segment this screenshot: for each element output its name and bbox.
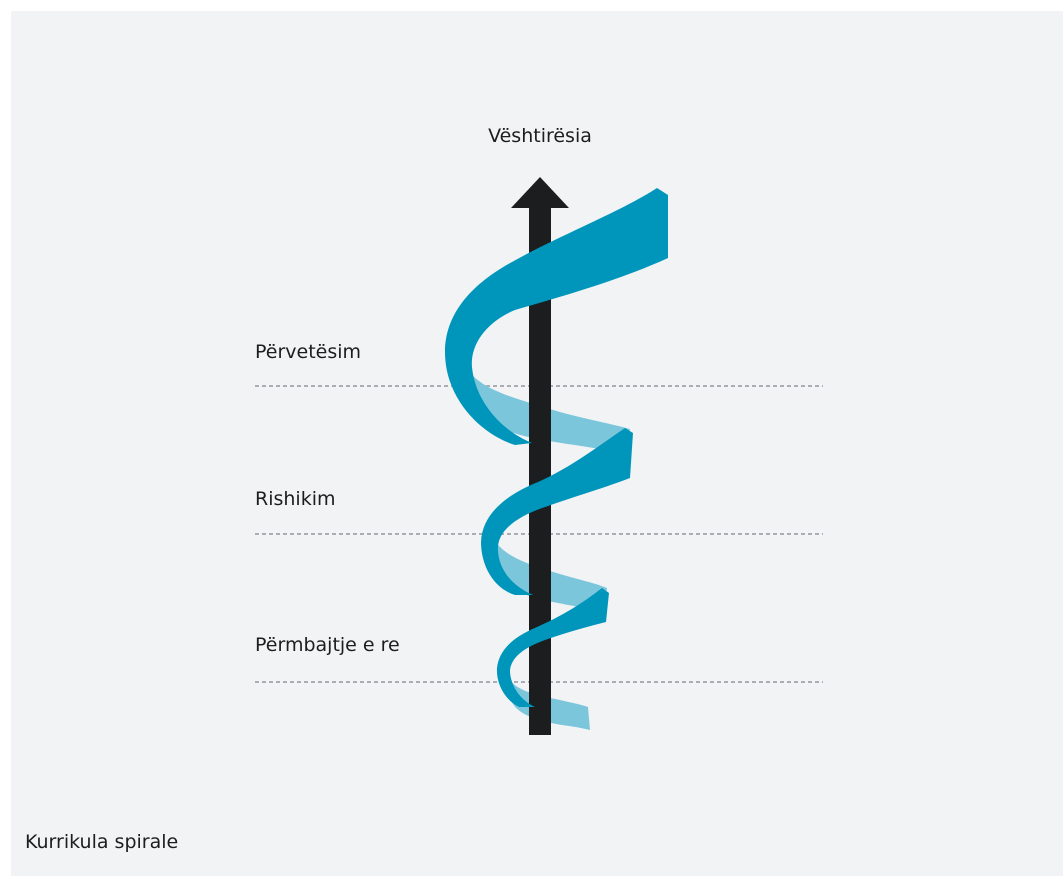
ribbon-front-mid xyxy=(481,428,633,595)
level-label-new-content: Përmbajtje e re xyxy=(255,634,400,656)
level-label-acquisition: Përvetësim xyxy=(255,341,362,363)
axis-label-difficulty: Vështirësia xyxy=(488,125,592,147)
ribbon-front-low xyxy=(496,588,609,707)
arrow-up-icon xyxy=(511,177,569,735)
spiral-ribbon-front xyxy=(445,188,668,707)
diagram-caption: Kurrikula spirale xyxy=(25,831,179,853)
level-label-review: Rishikim xyxy=(255,488,336,510)
ribbon-front-top xyxy=(445,188,668,445)
